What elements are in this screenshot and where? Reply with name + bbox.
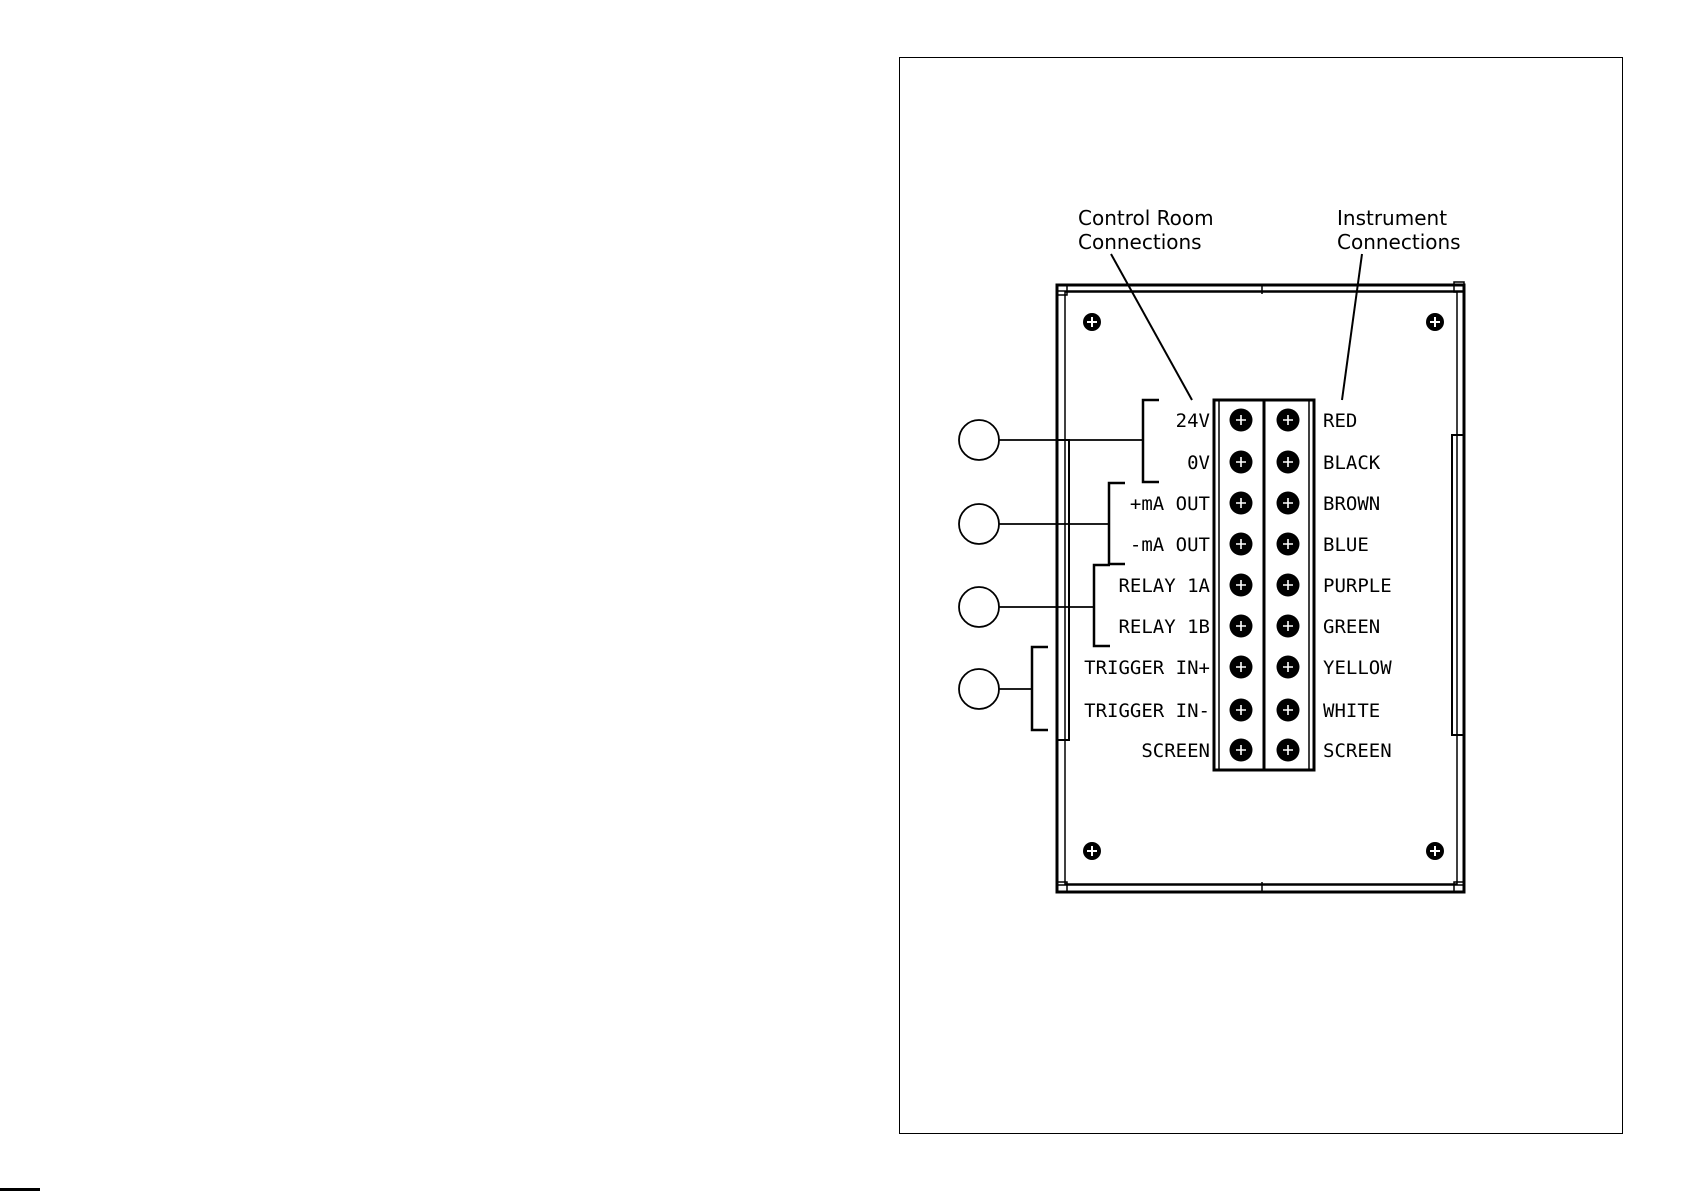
screw-bottom-right-icon — [1426, 842, 1444, 860]
callout-circle — [959, 420, 999, 460]
terminal-screw-right-icon — [1277, 656, 1300, 679]
terminal-label-left: +mA OUT — [1130, 493, 1210, 515]
terminal-screw-left-icon — [1230, 615, 1253, 638]
screw-top-right-icon — [1426, 313, 1444, 331]
terminal-screw-left-icon — [1230, 492, 1253, 515]
instrument-leader-line — [1342, 254, 1362, 400]
terminal-label-right: BLACK — [1323, 452, 1381, 474]
group-bracket — [1094, 565, 1110, 646]
terminal-screw-right-icon — [1277, 615, 1300, 638]
callout-circle — [959, 669, 999, 709]
terminal-screw-left-icon — [1230, 739, 1253, 762]
group-bracket — [1109, 483, 1125, 564]
screw-bottom-left-icon — [1083, 842, 1101, 860]
terminal-screw-left-icon — [1230, 699, 1253, 722]
terminal-label-right: PURPLE — [1323, 575, 1392, 597]
callout-circle — [959, 504, 999, 544]
terminal-label-left: 24V — [1176, 410, 1210, 432]
callout-group — [959, 483, 1125, 564]
terminal-screw-left-icon — [1230, 574, 1253, 597]
group-bracket — [1032, 647, 1048, 730]
control-room-leader-line — [1111, 254, 1192, 400]
terminal-screw-right-icon — [1277, 699, 1300, 722]
terminal-label-right: BLUE — [1323, 534, 1369, 556]
terminal-label-right: YELLOW — [1323, 657, 1392, 679]
terminal-screw-left-icon — [1230, 656, 1253, 679]
terminal-label-left: 0V — [1187, 452, 1210, 474]
callout-circle — [959, 587, 999, 627]
terminal-screw-right-icon — [1277, 409, 1300, 432]
terminal-label-left: TRIGGER IN- — [1084, 700, 1210, 722]
terminal-label-right: GREEN — [1323, 616, 1380, 638]
terminal-label-left: RELAY 1A — [1118, 575, 1210, 597]
terminal-screw-left-icon — [1230, 409, 1253, 432]
callout-group — [959, 565, 1110, 646]
terminal-label-right: WHITE — [1323, 700, 1380, 722]
terminal-screw-right-icon — [1277, 574, 1300, 597]
group-bracket — [1143, 400, 1159, 482]
terminal-label-left: -mA OUT — [1130, 534, 1210, 556]
terminal-label-left: TRIGGER IN+ — [1084, 657, 1210, 679]
terminal-screw-right-icon — [1277, 533, 1300, 556]
terminal-label-left: SCREEN — [1141, 740, 1210, 762]
terminal-screw-right-icon — [1277, 451, 1300, 474]
terminal-screw-right-icon — [1277, 739, 1300, 762]
terminal-screw-left-icon — [1230, 533, 1253, 556]
terminal-label-right: SCREEN — [1323, 740, 1392, 762]
terminal-label-left: RELAY 1B — [1118, 616, 1210, 638]
terminal-label-right: RED — [1323, 410, 1357, 432]
callout-group — [959, 647, 1048, 730]
footer-rule — [0, 1188, 40, 1191]
screw-top-left-icon — [1083, 313, 1101, 331]
terminal-label-right: BROWN — [1323, 493, 1380, 515]
terminal-screw-left-icon — [1230, 451, 1253, 474]
terminal-screw-right-icon — [1277, 492, 1300, 515]
